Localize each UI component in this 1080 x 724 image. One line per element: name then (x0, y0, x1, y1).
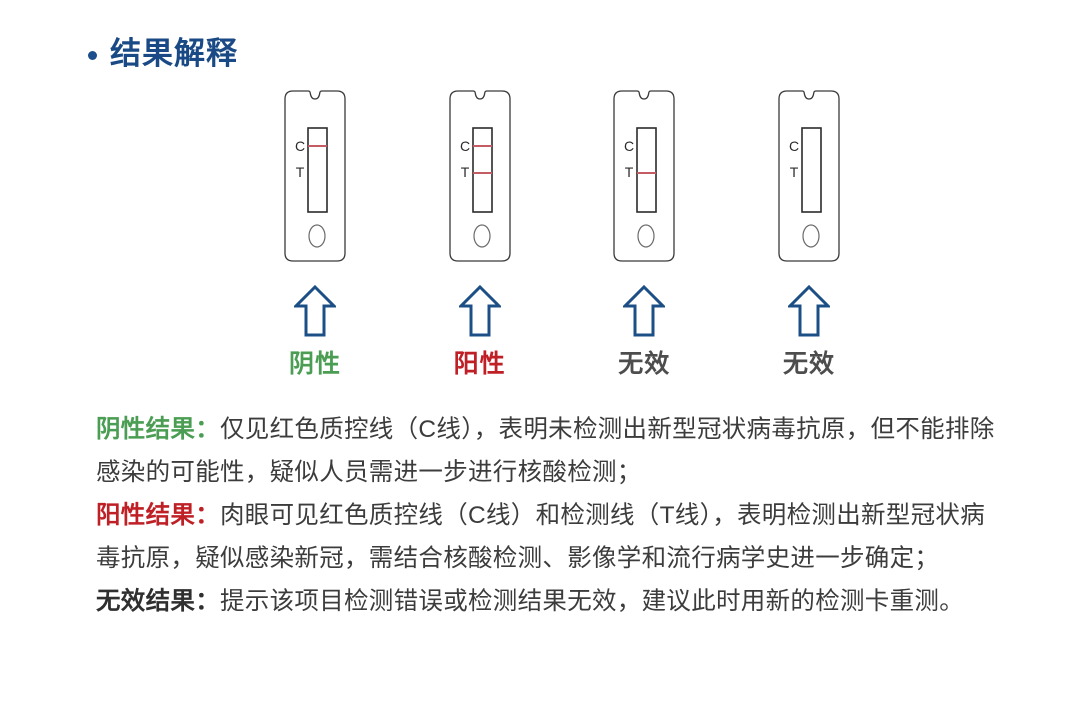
cassette-invalid-none: C T 无效 (756, 90, 862, 377)
arrow-wrap (623, 284, 666, 338)
explanation-negative-lead: 阴性结果： (96, 416, 220, 443)
page-title-text: 结果解释 (110, 36, 238, 71)
t-label: T (460, 164, 469, 180)
c-label: C (624, 138, 634, 154)
t-label: T (790, 164, 799, 180)
t-label: T (625, 164, 634, 180)
up-arrow-icon (294, 285, 336, 337)
c-label: C (295, 138, 305, 154)
explanation-positive: 阳性结果：肉眼可见红色质控线（C线）和检测线（T线），表明检测出新型冠状病毒抗原… (96, 494, 996, 580)
cassette-negative: C T 阴性 (262, 90, 368, 377)
explanation-negative-text: 仅见红色质控线（C线），表明未检测出新型冠状病毒抗原，但不能排除感染的可能性，疑… (96, 416, 995, 486)
page-title: 结果解释 (88, 38, 238, 69)
explanation-invalid-text: 提示该项目检测错误或检测结果无效，建议此时用新的检测卡重测。 (220, 588, 964, 615)
cassette-positive: C T 阳性 (427, 90, 533, 377)
result-window (801, 127, 822, 213)
result-window (471, 127, 493, 213)
explanation-block: 阴性结果：仅见红色质控线（C线），表明未检测出新型冠状病毒抗原，但不能排除感染的… (96, 408, 996, 623)
explanation-positive-lead: 阳性结果： (96, 502, 220, 529)
arrow-wrap (787, 284, 830, 338)
result-label-invalid-1: 无效 (618, 350, 671, 378)
bullet-icon (88, 51, 97, 60)
explanation-negative: 阴性结果：仅见红色质控线（C线），表明未检测出新型冠状病毒抗原，但不能排除感染的… (96, 408, 996, 494)
explanation-positive-text: 肉眼可见红色质控线（C线）和检测线（T线），表明检测出新型冠状病毒抗原，疑似感染… (96, 502, 986, 572)
result-label-negative: 阴性 (288, 350, 341, 378)
result-window (307, 127, 328, 213)
t-label: T (296, 164, 305, 180)
result-label-positive: 阳性 (453, 350, 506, 378)
up-arrow-icon (787, 285, 830, 337)
cassette-row: C T 阴性 C T 阳性 (262, 90, 862, 377)
explanation-invalid: 无效结果：提示该项目检测错误或检测结果无效，建议此时用新的检测卡重测。 (96, 580, 996, 623)
test-cassette-icon: C T (284, 90, 346, 262)
test-cassette-icon: C T (778, 90, 840, 262)
c-label: C (789, 138, 799, 154)
sample-well (473, 224, 491, 248)
sample-well (637, 224, 655, 248)
arrow-wrap (294, 284, 336, 338)
up-arrow-icon (623, 285, 666, 337)
sample-well (802, 224, 820, 248)
c-label: C (460, 138, 470, 154)
up-arrow-icon (458, 285, 501, 337)
arrow-wrap (458, 284, 501, 338)
test-cassette-icon: C T (613, 90, 675, 262)
cassette-invalid-t-only: C T 无效 (591, 90, 697, 377)
result-label-invalid-2: 无效 (782, 350, 835, 378)
result-window (636, 127, 658, 213)
sample-well (308, 224, 326, 248)
test-cassette-icon: C T (449, 90, 511, 262)
explanation-invalid-lead: 无效结果： (96, 588, 220, 615)
